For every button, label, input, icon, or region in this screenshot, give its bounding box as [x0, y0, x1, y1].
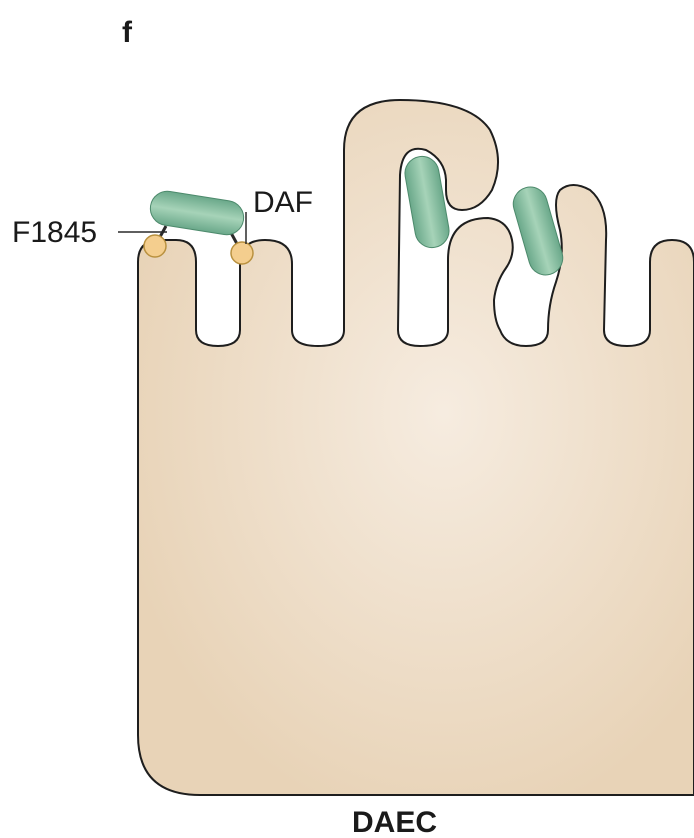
- daf-label: DAF: [253, 186, 313, 219]
- cell-label: DAEC: [352, 806, 437, 838]
- daf-receptor-right: [231, 242, 253, 264]
- daf-receptor-left: [144, 235, 166, 257]
- panel-letter: f: [122, 16, 133, 49]
- f1845-label: F1845: [12, 216, 97, 249]
